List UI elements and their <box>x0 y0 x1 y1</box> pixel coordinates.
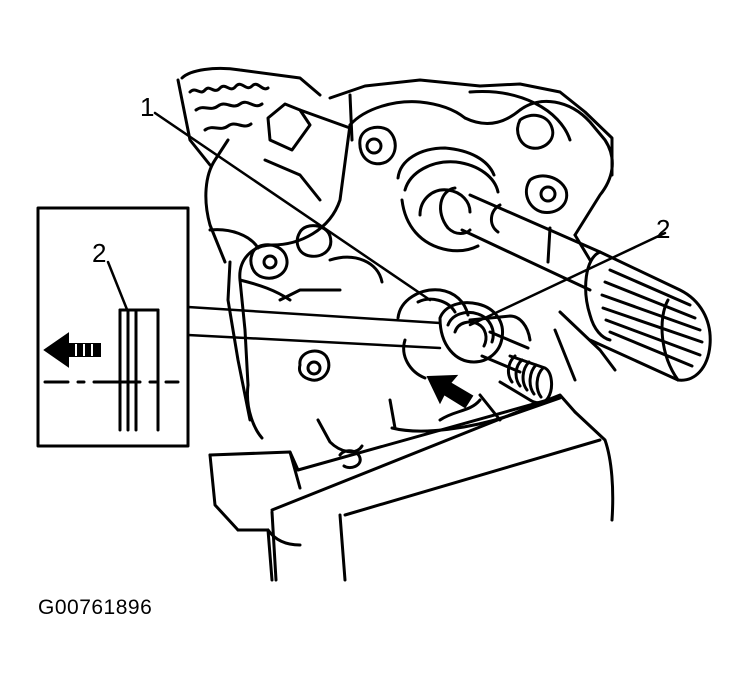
direction-arrows <box>43 332 474 409</box>
inset-detail <box>36 206 190 448</box>
arrow-left-icon <box>43 332 101 368</box>
countershaft-with-seal <box>396 288 554 405</box>
callout-label-2: 2 <box>656 214 670 244</box>
transmission-housing <box>176 66 617 470</box>
arrow-up-left-icon <box>426 374 474 409</box>
output-shaft <box>396 146 712 382</box>
lower-mount-block <box>208 393 615 582</box>
callout-1-leader <box>153 111 432 302</box>
callout-label-1: 1 <box>140 92 154 122</box>
inset-callout-label-2: 2 <box>92 238 106 268</box>
callout-2-leader <box>468 231 667 327</box>
leader-lines <box>106 111 667 350</box>
figure-code: G00761896 <box>38 596 153 619</box>
inset-callout-2-leader <box>106 260 130 314</box>
inset-frame <box>36 206 190 448</box>
